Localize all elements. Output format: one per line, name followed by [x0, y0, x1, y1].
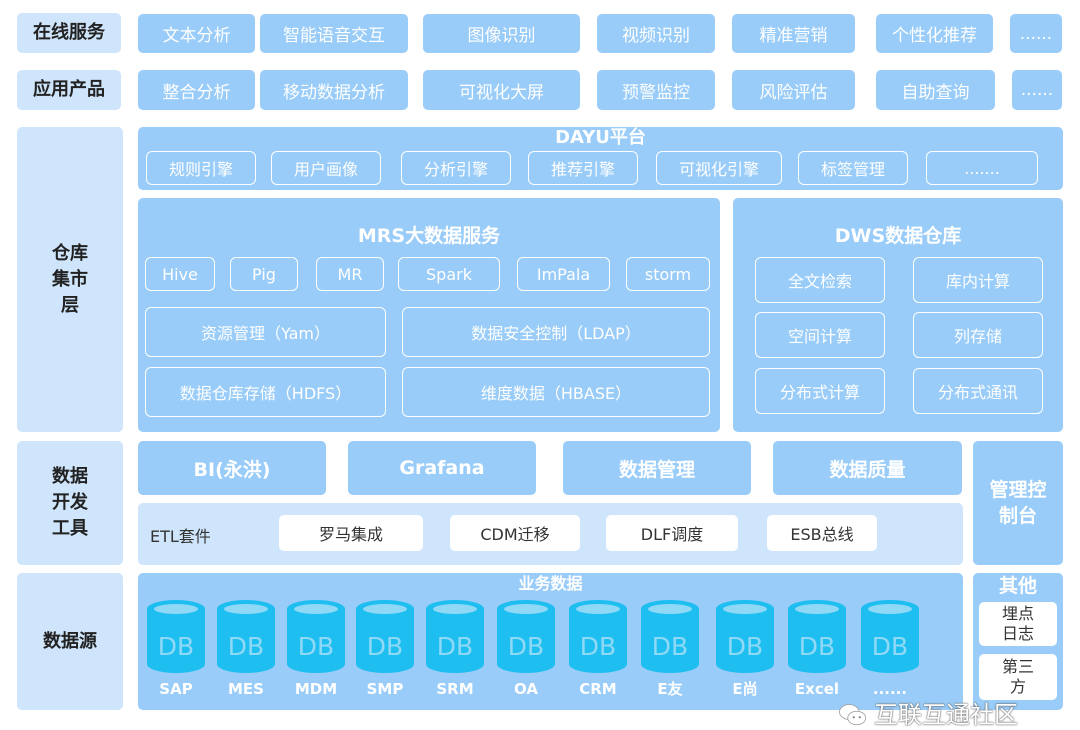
data-source-label: SAP: [159, 680, 193, 698]
online-service-item: 智能语音交互: [260, 14, 408, 53]
dws-panel: [733, 198, 1063, 432]
dev-tool-item: Grafana: [348, 441, 536, 495]
app-product-item: 可视化大屏: [423, 70, 580, 110]
online-service-item: 个性化推荐: [876, 14, 993, 53]
dws-box: 全文检索: [755, 257, 885, 303]
online-service-item: 文本分析: [138, 14, 255, 53]
dayu-item: 分析引擎: [401, 151, 511, 185]
database-icon: DB: [788, 600, 846, 673]
mrs-tag: Pig: [230, 257, 298, 291]
dws-box: 分布式计算: [755, 368, 885, 414]
dayu-item: .......: [926, 151, 1038, 185]
dayu-item: 用户画像: [271, 151, 381, 185]
mrs-box: 资源管理（Yam）: [145, 307, 386, 357]
db-text: DB: [228, 632, 264, 661]
data-source-label: SMP: [366, 680, 404, 698]
mrs-box: 维度数据（HBASE）: [402, 367, 710, 417]
dws-box: 空间计算: [755, 312, 885, 358]
db-text: DB: [508, 632, 544, 661]
mrs-tag: ImPala: [517, 257, 610, 291]
others-item: 第三方: [979, 654, 1057, 700]
db-text: DB: [437, 632, 473, 661]
data-source-label: Excel: [794, 680, 840, 698]
online-service-item: 视频识别: [597, 14, 715, 53]
mrs-panel: [138, 198, 720, 432]
data-source-label: MES: [228, 680, 264, 698]
database-icon: DB: [641, 600, 699, 673]
data-source-label: SRM: [436, 680, 474, 698]
dev-tool-item: BI(永洪): [138, 441, 326, 495]
others-item: 埋点日志: [979, 602, 1057, 646]
management-console: 管理控制台: [973, 441, 1063, 565]
app-product-item: ......: [1012, 70, 1062, 110]
dayu-item: 可视化引擎: [656, 151, 782, 185]
mrs-tag: Hive: [145, 257, 215, 291]
others-title: 其他: [998, 575, 1037, 597]
etl-item: CDM迁移: [450, 515, 580, 551]
row-label-dev-tools: 数据开发工具: [17, 441, 123, 565]
mrs-box: 数据仓库存储（HDFS）: [145, 367, 386, 417]
data-source-label: E友: [657, 680, 683, 698]
mrs-title: MRS大数据服务: [357, 225, 501, 247]
dws-box: 列存储: [913, 312, 1043, 358]
database-icon: DB: [147, 600, 205, 673]
data-source-label: MDM: [294, 680, 338, 698]
etl-item: ESB总线: [767, 515, 877, 551]
mrs-box: 数据安全控制（LDAP）: [402, 307, 710, 357]
watermark-text: 互联互通社区: [874, 701, 1018, 729]
online-service-item: 图像识别: [423, 14, 580, 53]
db-text: DB: [799, 632, 835, 661]
db-text: DB: [580, 632, 616, 661]
db-text: DB: [872, 632, 908, 661]
mrs-tag: MR: [316, 257, 384, 291]
mrs-tag: storm: [626, 257, 710, 291]
dws-title: DWS数据仓库: [834, 225, 962, 247]
watermark: 互联互通社区: [838, 702, 1018, 728]
wechat-icon: [839, 704, 867, 726]
dayu-item: 标签管理: [798, 151, 908, 185]
data-source-label: ......: [872, 680, 908, 698]
etl-label: ETL套件: [150, 527, 211, 546]
database-icon: DB: [217, 600, 275, 673]
online-service-item: ......: [1010, 14, 1062, 53]
app-product-item: 移动数据分析: [260, 70, 408, 110]
dayu-platform-panel: [138, 127, 1063, 190]
database-icon: DB: [356, 600, 414, 673]
data-source-label: CRM: [579, 680, 617, 698]
database-icon: DB: [497, 600, 555, 673]
dayu-item: 推荐引擎: [528, 151, 638, 185]
dev-tool-item: 数据质量: [773, 441, 962, 495]
database-icon: DB: [716, 600, 774, 673]
db-text: DB: [652, 632, 688, 661]
db-text: DB: [298, 632, 334, 661]
mrs-tag: Spark: [398, 257, 500, 291]
dayu-item: 规则引擎: [146, 151, 256, 185]
dev-tool-item: 数据管理: [563, 441, 751, 495]
dws-box: 库内计算: [913, 257, 1043, 303]
dayu-title: DAYU平台: [555, 127, 646, 148]
database-icon: DB: [569, 600, 627, 673]
data-source-label: E尚: [732, 680, 758, 698]
db-text: DB: [727, 632, 763, 661]
row-label-data-source: 数据源: [17, 573, 123, 710]
database-icon: DB: [861, 600, 919, 673]
app-product-item: 整合分析: [138, 70, 255, 110]
db-text: DB: [158, 632, 194, 661]
app-product-item: 自助查询: [876, 70, 995, 110]
db-text: DB: [367, 632, 403, 661]
row-label-warehouse: 仓库集市层: [17, 127, 123, 432]
row-label-online-services: 在线服务: [17, 13, 121, 53]
database-icon: DB: [287, 600, 345, 673]
dws-box: 分布式通讯: [913, 368, 1043, 414]
row-label-app-products: 应用产品: [17, 70, 121, 110]
etl-item: DLF调度: [606, 515, 738, 551]
app-product-item: 风险评估: [732, 70, 855, 110]
data-source-label: OA: [514, 680, 538, 698]
etl-item: 罗马集成: [279, 515, 423, 551]
database-icon: DB: [426, 600, 484, 673]
business-data-title: 业务数据: [518, 574, 583, 593]
online-service-item: 精准营销: [732, 14, 855, 53]
app-product-item: 预警监控: [597, 70, 715, 110]
